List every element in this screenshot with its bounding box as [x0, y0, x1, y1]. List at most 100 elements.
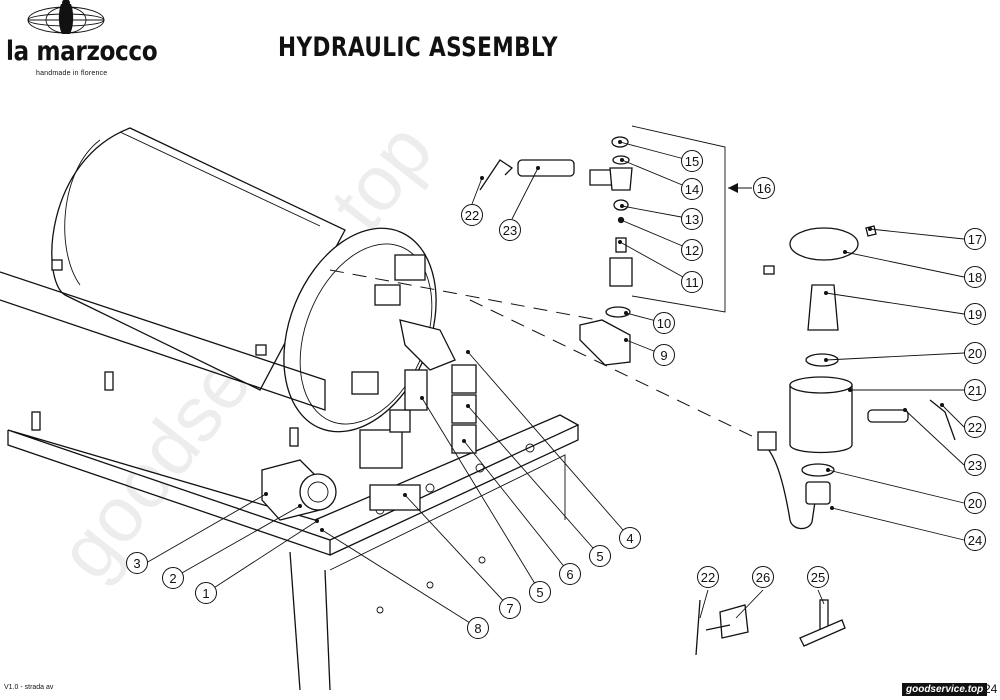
- callout-circle: [499, 597, 521, 619]
- callout-label: 11: [685, 275, 699, 290]
- callout-13: 13: [681, 208, 703, 230]
- callout-23: 23: [499, 219, 521, 241]
- callout-label: 23: [503, 223, 517, 238]
- callout-circle: [964, 454, 986, 476]
- callout-label: 22: [701, 570, 715, 585]
- page-title: HYDRAULIC ASSEMBLY: [278, 32, 558, 63]
- callout-label: 23: [968, 458, 982, 473]
- callout-circle: [499, 219, 521, 241]
- callout-20: 20: [964, 492, 986, 514]
- callout-circle: [162, 567, 184, 589]
- site-badge: goodservice.top: [902, 683, 988, 696]
- callout-12: 12: [681, 239, 703, 261]
- callout-label: 12: [685, 243, 699, 258]
- callout-label: 10: [657, 316, 671, 331]
- callout-10: 10: [653, 312, 675, 334]
- small-parts-bottom-right: [695, 599, 846, 656]
- reservoir-group: [757, 225, 956, 530]
- callout-label: 4: [626, 531, 633, 546]
- callout-label: 9: [660, 348, 667, 363]
- callout-label: 3: [133, 556, 140, 571]
- callout-bubbles: 1234556789101112131415161718192020212222…: [126, 150, 986, 639]
- callout-3: 3: [126, 552, 148, 574]
- callout-circle: [697, 566, 719, 588]
- callout-19: 19: [964, 303, 986, 325]
- callout-circle: [964, 416, 986, 438]
- callout-21: 21: [964, 379, 986, 401]
- callout-24: 24: [964, 529, 986, 551]
- callout-26: 26: [752, 566, 774, 588]
- callout-9: 9: [653, 344, 675, 366]
- callout-circle: [559, 563, 581, 585]
- callout-circle: [619, 527, 641, 549]
- callout-label: 26: [756, 570, 770, 585]
- callout-16: 16: [753, 177, 775, 199]
- callout-label: 21: [968, 383, 982, 398]
- callout-circle: [653, 344, 675, 366]
- callout-label: 5: [536, 585, 543, 600]
- callout-label: 16: [757, 181, 771, 196]
- callout-label: 8: [474, 621, 481, 636]
- callout-14: 14: [681, 178, 703, 200]
- callout-circle: [195, 582, 217, 604]
- callout-circle: [752, 566, 774, 588]
- callout-label: 2: [169, 571, 176, 586]
- callout-circle: [126, 552, 148, 574]
- callout-11: 11: [681, 271, 703, 293]
- callout-circle: [964, 303, 986, 325]
- part-group-top-left: [479, 159, 575, 191]
- callout-circle: [461, 204, 483, 226]
- boiler: [51, 127, 437, 433]
- callout-label: 5: [596, 549, 603, 564]
- callout-circle: [807, 566, 829, 588]
- callout-8: 8: [467, 617, 489, 639]
- callout-circle: [964, 529, 986, 551]
- callout-4: 4: [619, 527, 641, 549]
- callout-6: 6: [559, 563, 581, 585]
- callout-circle: [681, 150, 703, 172]
- callout-circle: [964, 228, 986, 250]
- callout-circle: [753, 177, 775, 199]
- callout-label: 7: [506, 601, 513, 616]
- callout-label: 14: [685, 182, 699, 197]
- callout-25: 25: [807, 566, 829, 588]
- callout-label: 15: [685, 154, 699, 169]
- callout-circle: [653, 312, 675, 334]
- callout-circle: [681, 239, 703, 261]
- callout-label: 20: [968, 496, 982, 511]
- callout-label: 17: [968, 232, 982, 247]
- callout-circle: [681, 271, 703, 293]
- callout-label: 1: [202, 586, 209, 601]
- callout-label: 24: [968, 533, 982, 548]
- callout-20: 20: [964, 342, 986, 364]
- callout-23: 23: [964, 454, 986, 476]
- version-label: V1.0 - strada av: [4, 684, 54, 691]
- brand-tagline: handmade in florence: [36, 70, 108, 77]
- callout-22: 22: [697, 566, 719, 588]
- callout-1: 1: [195, 582, 217, 604]
- callout-label: 22: [968, 420, 982, 435]
- callout-22: 22: [461, 204, 483, 226]
- callout-label: 13: [685, 212, 699, 227]
- callout-circle: [467, 617, 489, 639]
- callout-label: 22: [465, 208, 479, 223]
- callout-label: 25: [811, 570, 825, 585]
- callout-circle: [589, 545, 611, 567]
- callout-circle: [681, 208, 703, 230]
- callout-17: 17: [964, 228, 986, 250]
- callout-label: 20: [968, 346, 982, 361]
- callout-label: 19: [968, 307, 982, 322]
- callout-circle: [964, 266, 986, 288]
- callout-22: 22: [964, 416, 986, 438]
- callout-label: 18: [968, 270, 982, 285]
- callout-5: 5: [529, 581, 551, 603]
- callout-18: 18: [964, 266, 986, 288]
- brand-name: la marzocco: [6, 36, 158, 67]
- valve-stack: [579, 125, 726, 366]
- callout-label: 6: [566, 567, 573, 582]
- page-number: 24: [984, 682, 998, 696]
- callout-2: 2: [162, 567, 184, 589]
- callout-circle: [681, 178, 703, 200]
- callout-circle: [964, 342, 986, 364]
